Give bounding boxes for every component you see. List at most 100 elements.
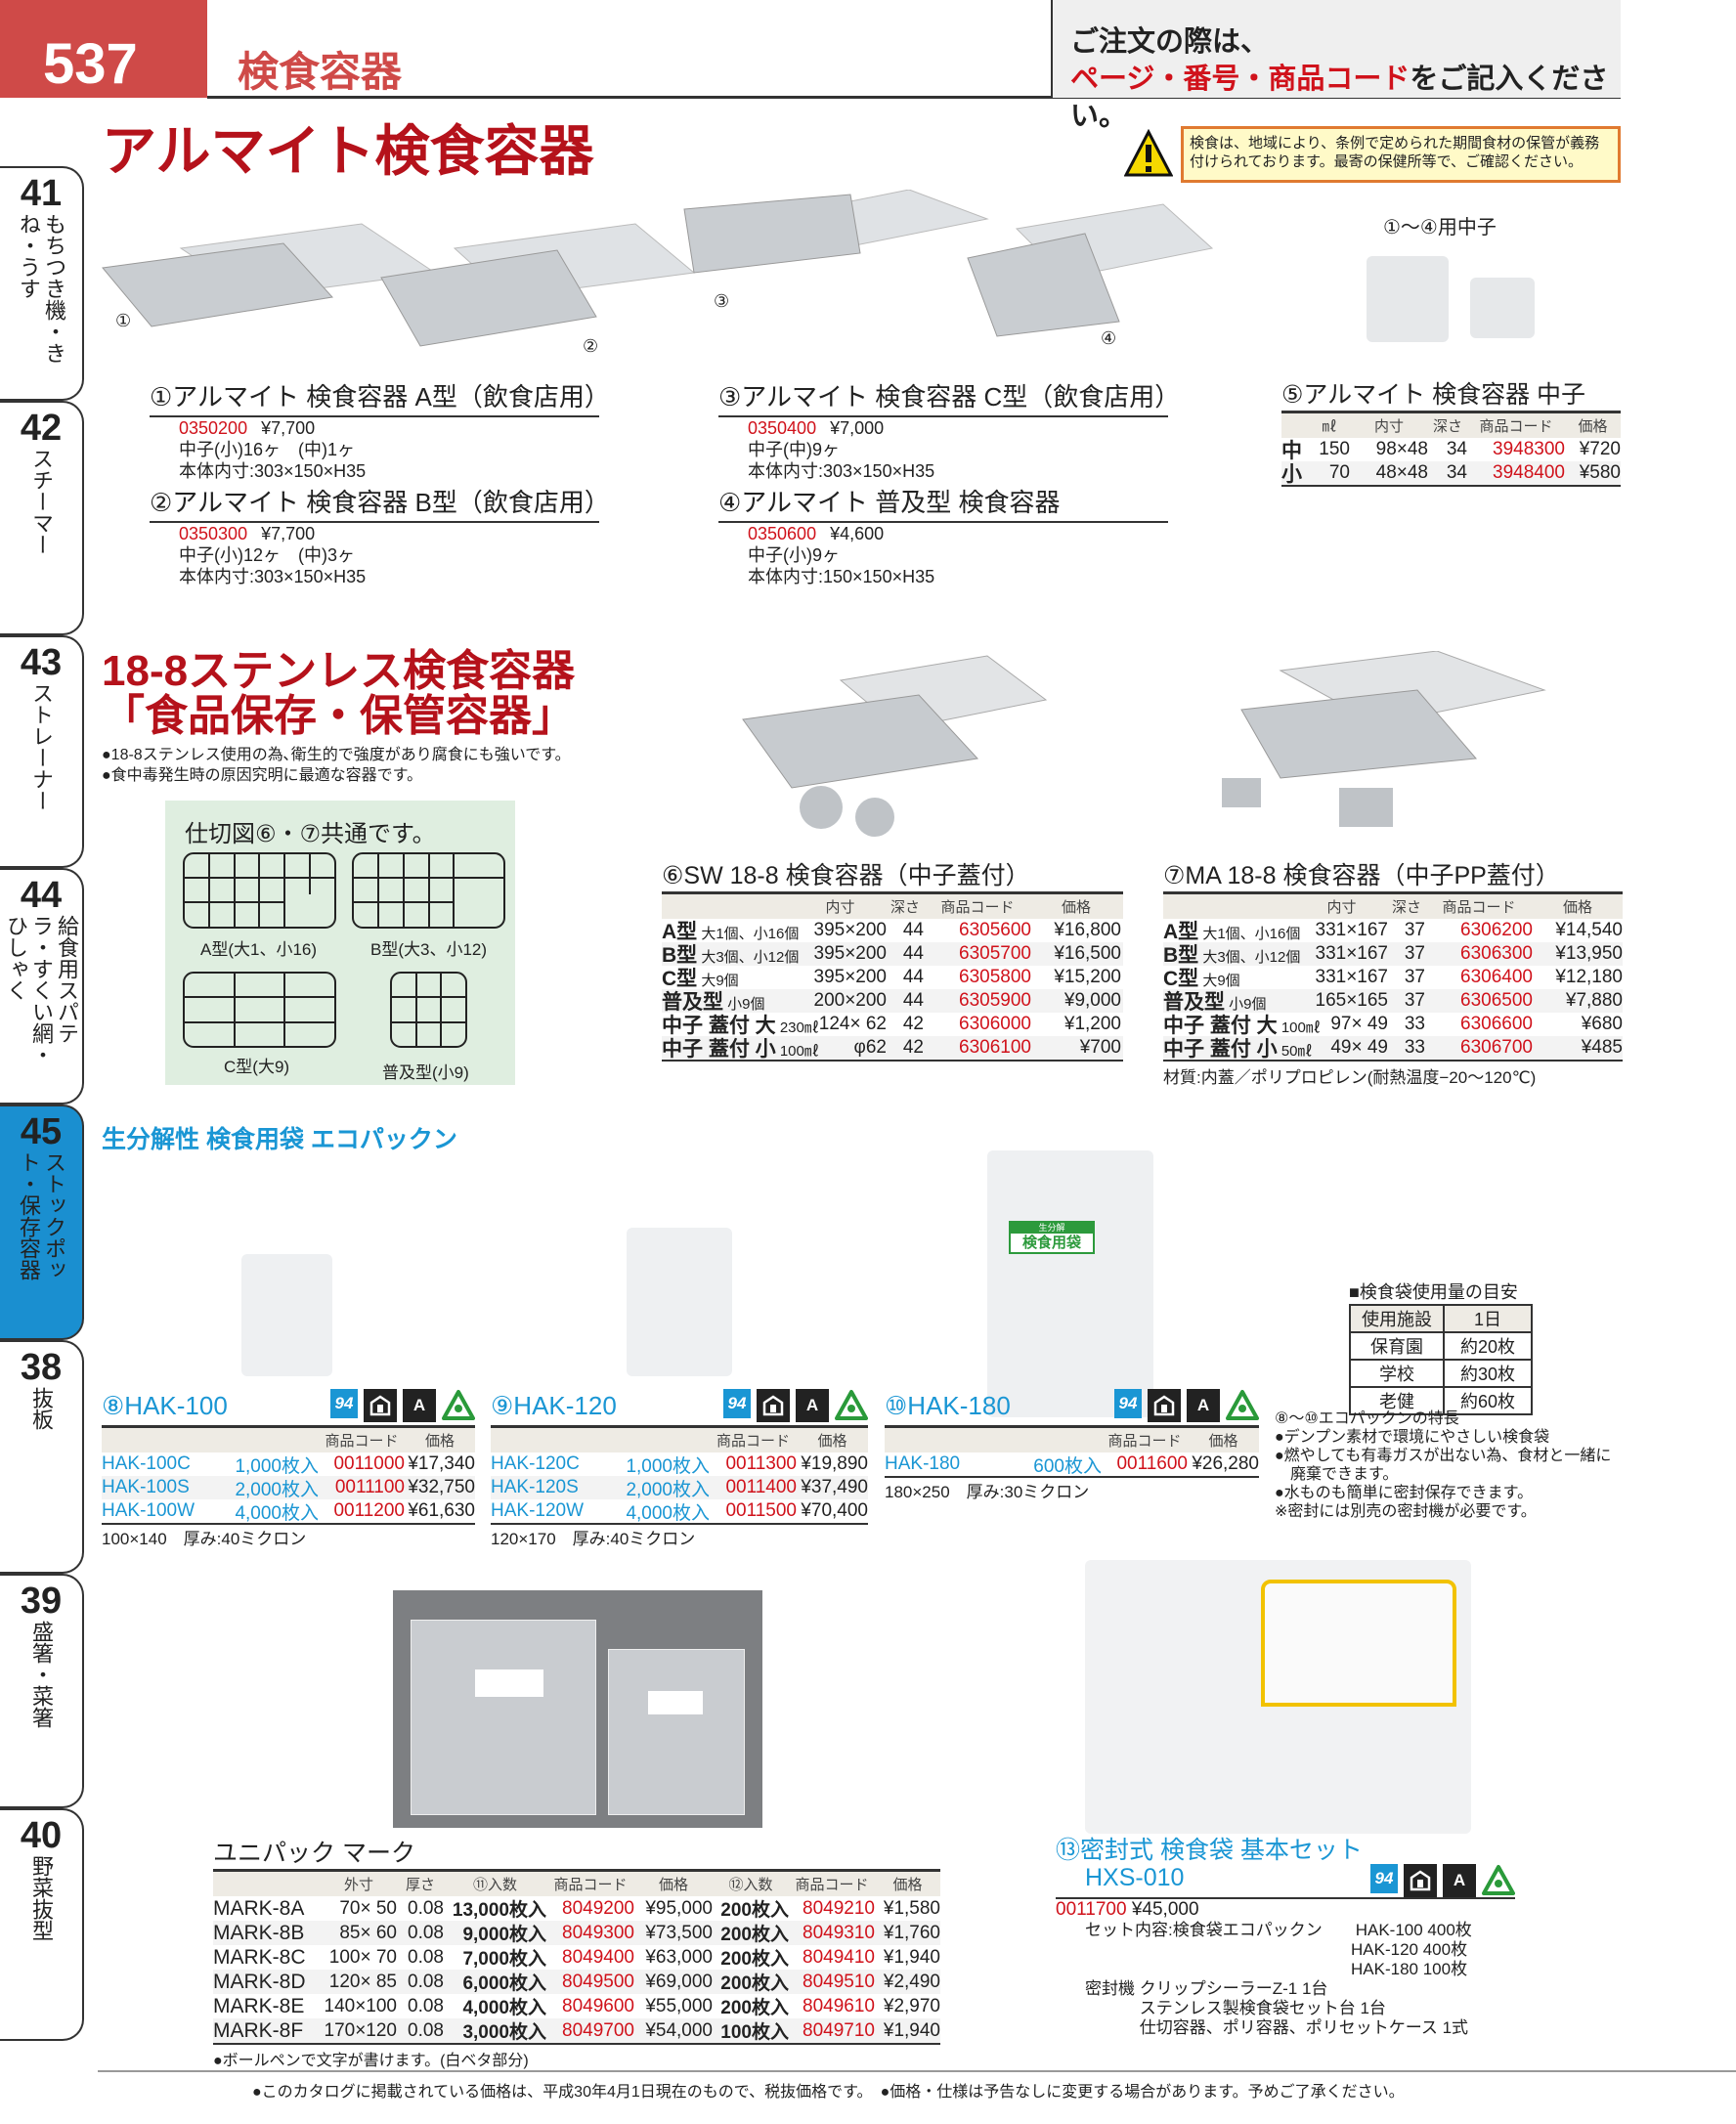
column-header: 価格: [1061, 899, 1091, 916]
depth: 37: [1404, 943, 1425, 964]
outer-size: 140×100: [324, 1995, 398, 2016]
product-spec: 中子(小)16ヶ (中)1ヶ: [179, 440, 356, 459]
price-12: ¥1,760: [883, 1922, 940, 1943]
price: ¥17,340: [408, 1453, 475, 1474]
product-code: 0350600: [748, 524, 817, 543]
price: ¥61,630: [408, 1500, 475, 1521]
outer-size: 70× 50: [339, 1897, 397, 1919]
row-type: 普及型: [662, 991, 723, 1014]
table-end-rule: [491, 1523, 868, 1525]
product-code-12: 8049610: [803, 1995, 875, 2016]
depth: 42: [902, 1014, 924, 1034]
price: ¥580: [1579, 462, 1621, 483]
green-mark-icon: [835, 1389, 868, 1422]
product-code-11: 8049400: [562, 1946, 634, 1968]
product-spec: 中子(中)9ヶ: [748, 440, 840, 459]
food-safety-94-icon: 94: [723, 1389, 751, 1418]
bag-image-hak180: 生分解 検食用袋: [987, 1150, 1153, 1417]
column-header: 商品コード: [1442, 899, 1516, 916]
column-header: 価格: [1578, 418, 1608, 435]
usage-facility: 保育園: [1349, 1331, 1445, 1361]
column-header: 深さ: [1432, 418, 1462, 435]
size-type: 中: [1281, 440, 1302, 462]
column-header: 厚さ: [405, 1877, 435, 1893]
product-dimensions: 本体内寸:303×150×H35: [179, 461, 367, 481]
diagram-label-popular: 普及型(小9): [382, 1063, 469, 1082]
tab-number: 40: [20, 1815, 63, 1856]
usage-facility: 学校: [1349, 1359, 1445, 1388]
inner-size: 395×200: [813, 920, 888, 940]
item6-title: ⑥SW 18-8 検食容器（中子蓋付）: [662, 862, 1030, 889]
model-type: A型 大1個、小16個: [662, 916, 799, 945]
quantity-11: 7,000枚入: [462, 1949, 546, 1970]
table-end-rule: [885, 1476, 1259, 1478]
page-number: 537: [0, 0, 207, 98]
column-header: ⑫入数: [728, 1877, 773, 1893]
model-type: 普及型 小9個: [1163, 986, 1295, 1016]
header-divider: [207, 96, 1621, 99]
product-title: ③アルマイト 検食容器 C型（飲食店用）: [718, 377, 1180, 417]
product-code: 3948300: [1493, 439, 1565, 459]
tab-number: 38: [20, 1347, 63, 1388]
food-safety-94-icon: 94: [1370, 1864, 1398, 1893]
product-code: 6305600: [959, 920, 1031, 940]
column-header: 深さ: [1391, 899, 1421, 916]
green-mark-icon: [442, 1389, 475, 1422]
usage-amount: 約30枚: [1443, 1359, 1533, 1388]
quantity-11: 3,000枚入: [462, 2022, 546, 2043]
product-code-12: 8049510: [803, 1971, 875, 1992]
bag-label-top: 生分解: [1011, 1223, 1093, 1234]
eco-title: 生分解性 検食用袋 エコパックン: [102, 1126, 457, 1153]
row-detail: 大9個: [697, 973, 739, 989]
truck-a-icon: A: [403, 1389, 436, 1422]
column-header: 内寸: [1373, 418, 1404, 435]
order-note-red: ページ・番号・商品コード: [1070, 64, 1410, 95]
row-type: C型: [662, 968, 698, 990]
depth: 42: [902, 1037, 924, 1058]
price-line: 0350600¥4,600: [748, 523, 1168, 544]
footer: ●このカタログに掲載されている価格は、平成30年4月1日現在のもので、税抜価格で…: [252, 2078, 1405, 2102]
model-type: C型 大9個: [1163, 963, 1295, 992]
product-code: 6306500: [1460, 990, 1533, 1011]
quantity-11: 13,000枚入: [452, 1900, 546, 1921]
model: MARK-8F: [213, 2018, 304, 2042]
feature-line: 廃棄できます。: [1275, 1466, 1399, 1483]
thickness: 0.08: [408, 1946, 444, 1968]
row-type: A型: [1163, 921, 1199, 943]
partition-grids: [183, 852, 505, 1048]
image-label-1: ①: [115, 311, 132, 330]
table-end-rule: [662, 1060, 1123, 1062]
thickness: 0.08: [408, 1897, 444, 1919]
insert-small-image: [1470, 278, 1535, 338]
truck-a-icon: A: [1443, 1864, 1476, 1897]
image-label-4: ④: [1101, 328, 1117, 348]
product-code: 0350200: [179, 418, 248, 438]
